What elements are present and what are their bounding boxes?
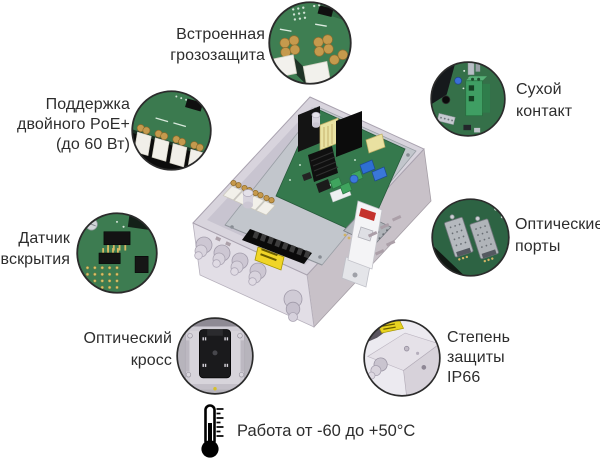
ip66-enclosure-photo	[363, 319, 441, 397]
callout-dry-label: Сухой контакт	[516, 79, 600, 123]
ic-chip	[316, 179, 331, 193]
label-line: грозозащита	[170, 47, 265, 64]
label-line: (до 60 Вт)	[55, 136, 130, 153]
transformer-small	[365, 133, 386, 154]
corner-post	[242, 111, 321, 209]
thermometer-icon	[201, 404, 224, 458]
cable-glands	[194, 236, 303, 322]
label-line: Оптический	[83, 330, 172, 347]
label-line: контакт	[516, 103, 573, 120]
label-line: двойного PoE+	[17, 116, 130, 133]
operating-temperature-label: Работа от -60 до +50°C	[237, 422, 416, 440]
surge-protection-photo	[268, 1, 352, 85]
port-strip-cells	[252, 230, 311, 259]
callout-ports-label: Оптические порты	[515, 214, 600, 258]
label-line: кросс	[130, 352, 172, 369]
bottom-gland	[283, 289, 303, 322]
callout-poe-label: Поддержка двойного PoE+ (до 60 Вт)	[12, 95, 130, 155]
optical-cross-photo	[176, 317, 254, 395]
sfp-ports-photo	[431, 198, 510, 277]
label-line: Сухой	[516, 81, 562, 98]
label-line: IP66	[447, 369, 481, 386]
warning-sticker	[254, 246, 285, 271]
ic-chip	[302, 172, 312, 181]
callout-surge-label: Встроенная грозозащита	[150, 24, 265, 66]
callout-tamper-label: Датчик вскрытия	[0, 228, 70, 270]
label-line: Поддержка	[45, 96, 130, 113]
label-line: Датчик	[18, 230, 70, 247]
circuit-breaker	[341, 200, 383, 288]
tamper-sensor-photo	[76, 212, 158, 294]
heatsink	[308, 146, 339, 182]
label-line: Степень	[447, 329, 511, 346]
poe-ports-photo	[131, 90, 212, 171]
callout-ip66-label: Степень защиты IP66	[447, 328, 527, 388]
wall-vents	[215, 215, 402, 256]
callout-cross-label: Оптический кросс	[60, 328, 172, 372]
psu-board	[336, 111, 362, 157]
label-line: Оптические	[515, 216, 600, 233]
blue-capacitors	[349, 159, 388, 184]
opened-enclosure-photo	[192, 96, 432, 328]
dry-contact-photo	[430, 61, 506, 137]
label-line: Встроенная	[176, 26, 265, 43]
label-line: вскрытия	[0, 251, 70, 268]
surge-caps	[230, 179, 275, 204]
label-line: порты	[515, 238, 561, 255]
transformer	[319, 117, 339, 151]
label-line: защиты	[447, 349, 505, 366]
